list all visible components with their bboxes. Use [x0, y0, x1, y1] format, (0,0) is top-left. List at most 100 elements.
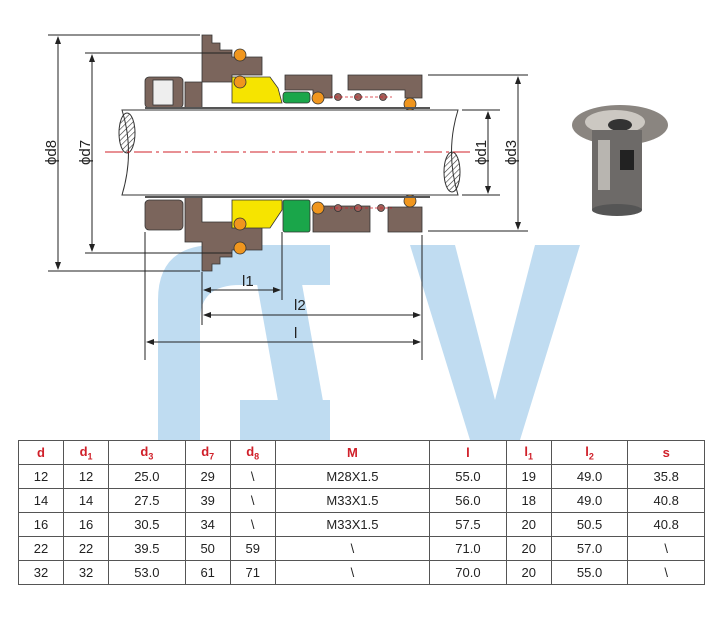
- label-l: l: [294, 325, 297, 342]
- column-header: s: [627, 440, 705, 465]
- table-cell: 70.0: [429, 560, 507, 585]
- column-header: M: [274, 440, 431, 465]
- column-header: d8: [229, 440, 276, 465]
- table-cell: \: [274, 560, 431, 585]
- table-cell: 14: [17, 488, 65, 513]
- table-cell: 12: [17, 464, 65, 489]
- header-label: l: [466, 445, 470, 460]
- header-subscript: 2: [588, 451, 594, 462]
- table-cell: 19: [505, 464, 552, 489]
- product-photo: [572, 105, 668, 216]
- table-cell: 55.0: [550, 560, 629, 585]
- table-cell: 30.5: [108, 512, 186, 537]
- shaft-section-right: [443, 151, 461, 193]
- header-subscript: 1: [528, 451, 534, 462]
- label-d7: ϕd7: [77, 140, 94, 165]
- table-cell: 18: [505, 488, 552, 513]
- header-label: d: [246, 443, 255, 459]
- header-label: d: [79, 443, 88, 459]
- header-subscript: 7: [209, 451, 215, 462]
- table-cell: 40.8: [627, 488, 705, 513]
- table-cell: 20: [505, 536, 552, 561]
- table-cell: 16: [63, 512, 110, 537]
- column-header: d7: [184, 440, 231, 465]
- header-subscript: 8: [254, 451, 260, 462]
- header-label: d: [201, 443, 210, 459]
- shaft-section-left: [118, 112, 136, 154]
- table-cell: 22: [63, 536, 110, 561]
- header-label: d: [37, 445, 45, 460]
- table-cell: 39.5: [108, 536, 186, 561]
- table-cell: 29: [184, 464, 231, 489]
- column-header: l1: [505, 440, 552, 465]
- table-cell: 49.0: [550, 464, 629, 489]
- table-cell: 20: [505, 560, 552, 585]
- o-ring: [233, 48, 247, 62]
- table-cell: \: [229, 488, 276, 513]
- spring-holder: [347, 74, 423, 99]
- table-cell: 57.0: [550, 536, 629, 561]
- table-cell: 20: [505, 512, 552, 537]
- o-ring: [311, 91, 325, 105]
- table-cell: 56.0: [429, 488, 507, 513]
- seal-top-half: [144, 34, 430, 111]
- table-cell: \: [627, 536, 705, 561]
- column-header: d1: [63, 440, 110, 465]
- table-cell: 49.0: [550, 488, 629, 513]
- table-cell: M33X1.5: [274, 488, 431, 513]
- dimensions: [48, 34, 528, 360]
- table-cell: \: [229, 464, 276, 489]
- table-cell: 12: [63, 464, 110, 489]
- label-l2: l2: [294, 297, 306, 314]
- table-cell: \: [274, 536, 431, 561]
- table-cell: 50: [184, 536, 231, 561]
- table-cell: M33X1.5: [274, 512, 431, 537]
- table-cell: 40.8: [627, 512, 705, 537]
- table-cell: 22: [17, 536, 65, 561]
- label-l1: l1: [242, 273, 254, 290]
- table-cell: 71: [229, 560, 276, 585]
- table-cell: 16: [17, 512, 65, 537]
- table-cell: 39: [184, 488, 231, 513]
- table-cell: 25.0: [108, 464, 186, 489]
- header-label: l: [524, 443, 529, 459]
- shaft: [105, 109, 470, 196]
- table-cell: \: [229, 512, 276, 537]
- header-label: d: [140, 443, 149, 459]
- table-cell: 27.5: [108, 488, 186, 513]
- o-ring: [233, 75, 247, 89]
- table-cell: 14: [63, 488, 110, 513]
- table-cell: 32: [17, 560, 65, 585]
- table-cell: 35.8: [627, 464, 705, 489]
- label-d8: ϕd8: [43, 140, 60, 165]
- seal-ring-green: [282, 91, 311, 104]
- table-cell: 50.5: [550, 512, 629, 537]
- header-subscript: 3: [148, 451, 154, 462]
- table-cell: 59: [229, 536, 276, 561]
- header-label: l: [585, 443, 589, 459]
- table-cell: 61: [184, 560, 231, 585]
- header-label: s: [662, 445, 670, 460]
- table-cell: 57.5: [429, 512, 507, 537]
- table-cell: 32: [63, 560, 110, 585]
- column-header: d3: [108, 440, 186, 465]
- header-label: M: [347, 445, 358, 460]
- table-cell: M28X1.5: [274, 464, 431, 489]
- label-d1: ϕd1: [473, 140, 490, 165]
- column-header: l2: [550, 440, 629, 465]
- table-cell: \: [627, 560, 705, 585]
- header-subscript: 1: [87, 451, 93, 462]
- table-cell: 53.0: [108, 560, 186, 585]
- label-d3: ϕd3: [503, 140, 520, 165]
- column-header: d: [17, 440, 65, 465]
- table-cell: 34: [184, 512, 231, 537]
- column-header: l: [429, 440, 507, 465]
